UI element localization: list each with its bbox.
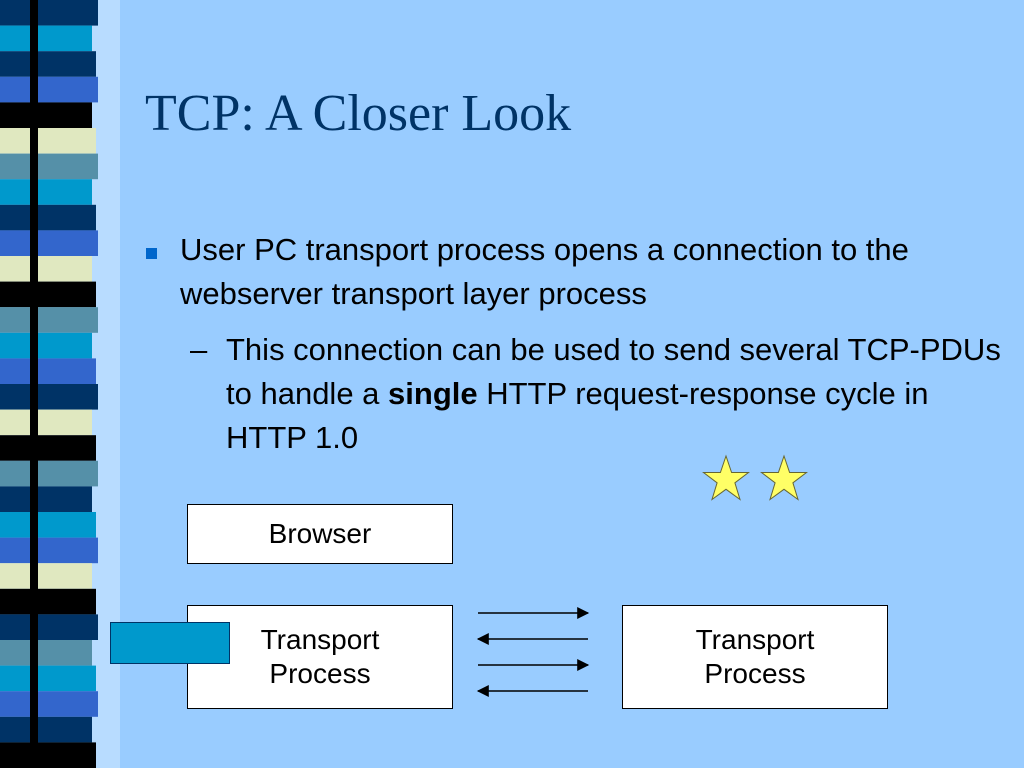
sub-bullet-bold-word: single [388, 376, 478, 411]
teal-accent-rectangle [110, 622, 230, 664]
arrow-group [476, 607, 590, 697]
stripe-segment [0, 179, 92, 205]
sub-bullet-text: This connection can be used to send seve… [226, 328, 1006, 460]
star-icon [702, 454, 750, 501]
stripe-segment [0, 486, 92, 512]
stripe-segment [0, 665, 96, 692]
stripe-segment [0, 358, 96, 384]
stripe-segment [0, 460, 98, 487]
stripe-segment [0, 435, 96, 461]
decorative-stripe-bar [0, 0, 98, 768]
bullet-square-shape [146, 248, 157, 259]
stripe-segment [0, 281, 96, 308]
stripe-segment [0, 384, 98, 410]
stripe-segment [0, 204, 96, 231]
browser-box: Browser [187, 504, 453, 564]
slide-title: TCP: A Closer Look [145, 85, 572, 142]
stripe-segment [0, 102, 92, 128]
left-transport-process-label: Transport Process [260, 624, 380, 689]
stripe-segment [0, 512, 96, 538]
stripe-segment [0, 307, 98, 333]
stripe-segment [0, 0, 98, 26]
main-bullet-text: User PC transport process opens a connec… [180, 232, 909, 311]
star-icon [760, 454, 808, 501]
sub-bullet-dash: – [190, 332, 208, 367]
stripe-segment [0, 640, 92, 666]
browser-label: Browser [268, 518, 372, 549]
stripe-segment [0, 614, 98, 640]
stripe-segment [0, 563, 92, 589]
stripe-segment [0, 51, 96, 77]
stripe-segment [0, 128, 96, 154]
stripe-edge [30, 0, 38, 768]
stripe-segment [0, 76, 98, 103]
left-transport-process-box: Transport Process [187, 605, 453, 709]
stripe-segment [0, 230, 98, 256]
stripe-segment [0, 409, 92, 436]
stripe-segment [0, 742, 96, 768]
stripe-segment [0, 25, 92, 52]
star-shape [760, 454, 808, 501]
stripe-segment [0, 153, 98, 180]
stripe-segment [0, 332, 92, 359]
stripe-segment [0, 256, 92, 282]
right-transport-process-label: Transport Process [695, 624, 815, 689]
square-bullet-icon [146, 248, 157, 259]
right-transport-process-box: Transport Process [622, 605, 888, 709]
stripe-segment [0, 588, 96, 615]
star-shape [702, 454, 750, 501]
stripe-segment [0, 716, 92, 743]
sub-bullet-text-start: This connection can be used to send seve… [226, 332, 1001, 411]
sub-bullet-text-end: HTTP request-response cycle in HTTP 1.0 [226, 376, 929, 455]
stripe-segment [0, 537, 98, 564]
stripe-segment [0, 691, 98, 717]
